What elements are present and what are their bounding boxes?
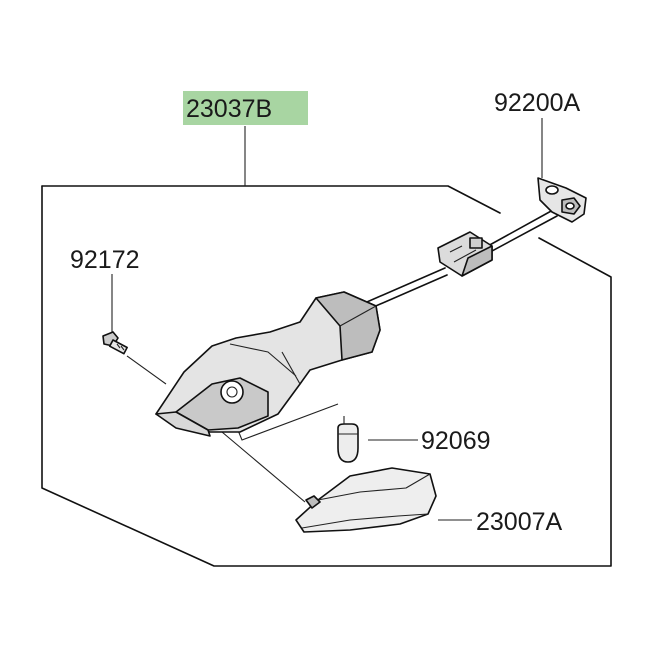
label-23037B: 23037B [186, 95, 272, 123]
label-23007A: 23007A [476, 508, 563, 536]
label-92200A: 92200A [494, 89, 581, 117]
label-92172: 92172 [70, 246, 140, 274]
lens [295, 467, 437, 533]
wire-connector [437, 231, 493, 277]
turn-signal-housing [155, 291, 381, 437]
part-number-highlight [183, 91, 308, 125]
assembly-frame [41, 185, 612, 567]
label-92069: 92069 [421, 427, 491, 455]
mounting-bracket [537, 177, 587, 223]
bulb [337, 416, 359, 463]
screw [102, 331, 128, 355]
